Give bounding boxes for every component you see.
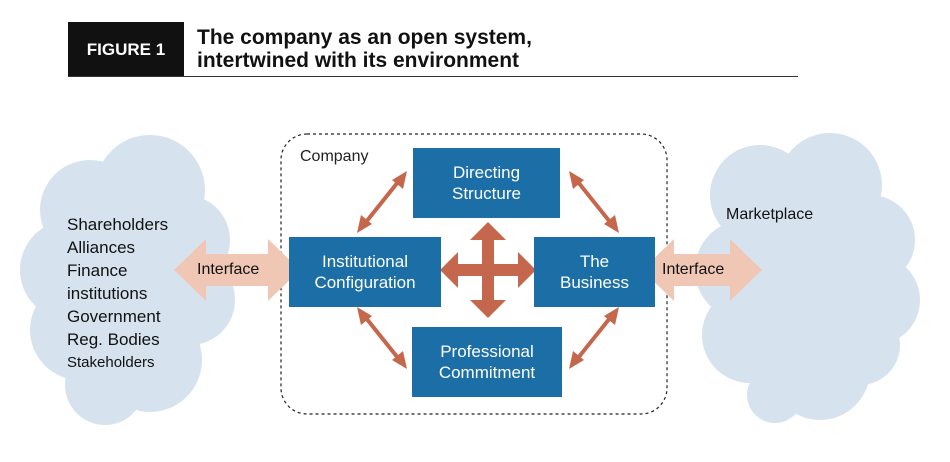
box-the-business: The Business (534, 237, 655, 307)
interface-label-left: Interface (197, 261, 260, 278)
arrow-institutional-directing (364, 180, 400, 224)
diagonal-arrows (357, 171, 619, 369)
interface-arrow-right (642, 239, 762, 301)
arrow-professional-business (576, 316, 612, 360)
interface-label-right: Interface (662, 261, 725, 278)
left-environment-item: Finance (67, 261, 128, 280)
left-environment-item: institutions (67, 284, 148, 303)
interface-arrow-left (174, 239, 300, 301)
left-environment-item: Reg. Bodies (67, 330, 160, 349)
arrow-professional-business-head-b (604, 307, 619, 325)
figure-title-line-2: intertwined with its environment (197, 49, 520, 72)
arrow-directing-business-head-a (569, 171, 584, 189)
figure-label: FIGURE 1 (68, 22, 184, 77)
box-professional-commitment: Professional Commitment (412, 327, 562, 397)
left-environment-item: Shareholders (67, 215, 169, 234)
arrow-institutional-directing-head-b (392, 171, 407, 189)
arrow-directing-business (576, 180, 612, 224)
box-professional-line-2: Commitment (438, 363, 536, 382)
center-cross-arrow (440, 222, 536, 318)
box-institutional-line-1: Institutional (322, 252, 408, 271)
arrow-institutional-directing-head-a (357, 215, 372, 233)
arrow-directing-business-head-b (604, 215, 619, 233)
left-environment-item: Government (67, 307, 161, 326)
box-directing-line-2: Structure (452, 184, 521, 203)
figure-title: The company as an open system, intertwin… (197, 26, 532, 72)
left-environment-item: Alliances (67, 238, 136, 257)
box-professional-line-1: Professional (440, 342, 534, 361)
box-institutional-line-2: Configuration (314, 273, 416, 292)
arrow-institutional-professional (364, 316, 400, 360)
left-cloud (20, 135, 235, 425)
box-directing-structure: Directing Structure (413, 148, 560, 218)
right-cloud (695, 133, 920, 423)
box-institutional-configuration: Institutional Configuration (289, 237, 441, 307)
box-business-line-2: Business (560, 273, 629, 292)
box-business-line-1: The (579, 252, 610, 271)
arrow-institutional-professional-head-a (357, 307, 372, 325)
left-environment-list: Shareholders Alliances Finance instituti… (67, 213, 168, 374)
company-label: Company (300, 148, 369, 165)
figure-title-line-1: The company as an open system, (197, 26, 532, 49)
arrow-institutional-professional-head-b (392, 351, 407, 369)
arrow-professional-business-head-a (569, 351, 584, 369)
header-rule (68, 76, 798, 77)
marketplace-label: Marketplace (726, 206, 814, 223)
left-environment-item: Stakeholders (67, 354, 155, 371)
box-directing-line-1: Directing (452, 163, 521, 182)
